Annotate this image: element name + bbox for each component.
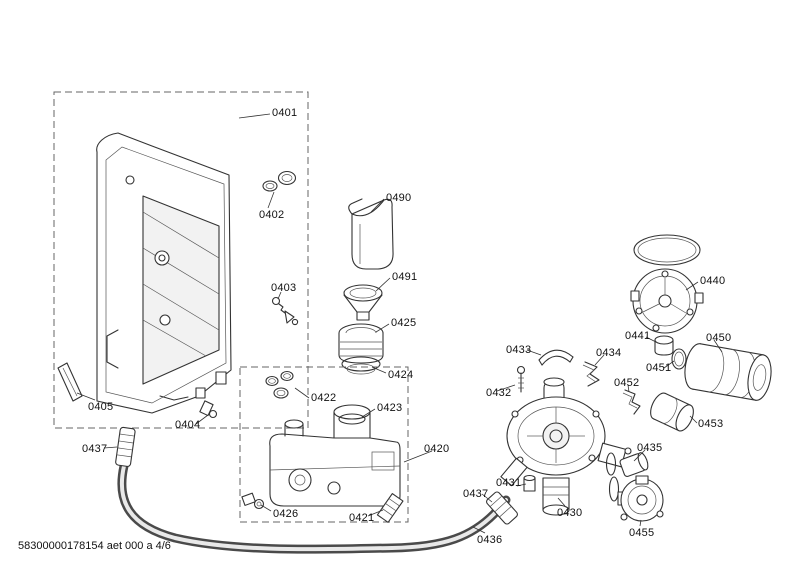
part-label-0437-mid: 0437 — [463, 488, 489, 500]
hose-connector-0437-mid-drawing — [486, 491, 518, 525]
elbow-0435-drawing — [605, 447, 649, 477]
part-label-0423: 0423 — [377, 402, 403, 414]
drain-pump-0455-drawing — [608, 475, 664, 522]
part-label-0425: 0425 — [391, 317, 417, 329]
water-inlet-assembly-0420-drawing — [239, 366, 409, 523]
sleeve-0453-drawing — [650, 392, 694, 432]
part-label-0490: 0490 — [386, 192, 412, 204]
part-label-0421: 0421 — [349, 512, 375, 524]
part-label-0451: 0451 — [646, 362, 672, 374]
part-label-0432: 0432 — [486, 387, 512, 399]
part-label-0426: 0426 — [273, 508, 299, 520]
part-label-0453: 0453 — [698, 418, 724, 430]
part-label-0422: 0422 — [311, 392, 337, 404]
part-label-0435: 0435 — [637, 442, 663, 454]
pump-cover-0440-drawing — [630, 234, 704, 334]
part-label-0434: 0434 — [596, 347, 622, 359]
part-label-0450: 0450 — [706, 332, 732, 344]
part-label-0402: 0402 — [259, 209, 285, 221]
part-label-0424: 0424 — [388, 369, 414, 381]
part-label-0455: 0455 — [629, 527, 655, 539]
part-label-0405: 0405 — [88, 401, 114, 413]
part-label-0403: 0403 — [271, 282, 297, 294]
document-reference: 58300000178154 aet 000 a 4/6 — [18, 540, 171, 552]
sump-assembly-drawing — [500, 377, 627, 516]
hose-connector-0437-left-drawing — [115, 426, 136, 467]
part-label-0452: 0452 — [614, 377, 640, 389]
part-label-0430: 0430 — [557, 507, 583, 519]
seal-rings-0402-drawing — [262, 170, 297, 192]
part-label-0437-left: 0437 — [82, 443, 108, 455]
salt-cap-0425-drawing — [338, 323, 384, 375]
cap-0441-drawing — [654, 335, 674, 356]
strip-0405-drawing — [57, 362, 83, 402]
bracket-0452-drawing — [622, 389, 641, 415]
part-label-0401: 0401 — [272, 107, 298, 119]
part-label-0433: 0433 — [506, 344, 532, 356]
part-label-0440: 0440 — [700, 275, 726, 287]
part-label-0420: 0420 — [424, 443, 450, 455]
heater-housing-0450-drawing — [684, 343, 772, 401]
bracket-0433-drawing — [538, 349, 574, 366]
filling-jug-0490-drawing — [348, 198, 394, 270]
leader-lines — [76, 113, 723, 534]
nozzle-0404-drawing — [199, 400, 218, 419]
check-valve-0403-drawing — [271, 296, 299, 326]
funnel-0491-drawing — [343, 284, 383, 321]
part-label-0436: 0436 — [477, 534, 503, 546]
inner-door-assembly-drawing — [53, 91, 309, 429]
screw-0432-drawing — [516, 365, 526, 393]
part-label-0491: 0491 — [392, 271, 418, 283]
part-label-0441: 0441 — [625, 330, 651, 342]
drain-hose-0436-drawing — [117, 461, 511, 554]
ring-0451-drawing — [671, 348, 687, 370]
part-label-0404: 0404 — [175, 419, 201, 431]
part-label-0431: 0431 — [496, 477, 522, 489]
clip-0434-drawing — [582, 361, 600, 387]
